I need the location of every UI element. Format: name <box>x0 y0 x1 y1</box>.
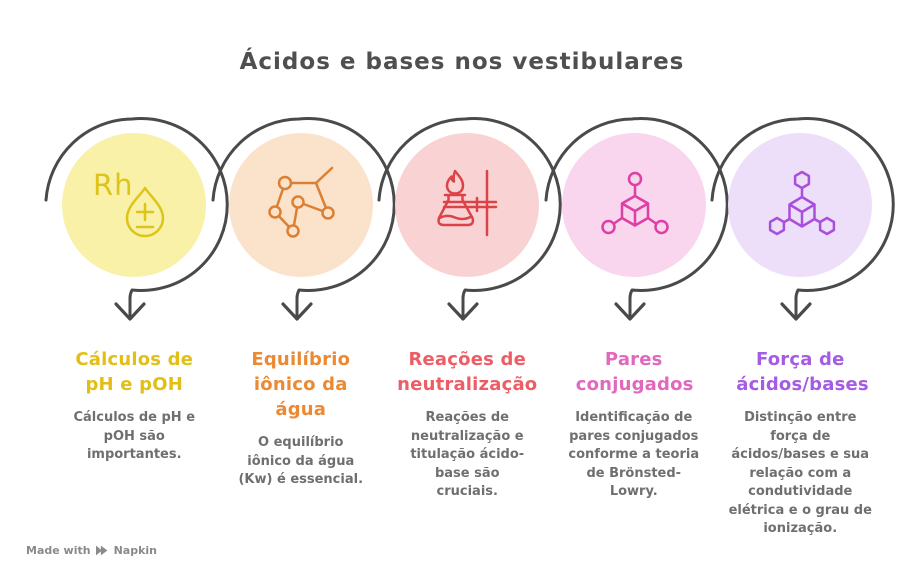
swirl-arrow-icon <box>710 117 896 321</box>
ph-drop-icon: Rh <box>93 168 165 238</box>
topic-bubble: Rh <box>44 117 230 321</box>
topic-circle <box>561 133 706 277</box>
clamp-bars <box>443 196 498 213</box>
burner-titration-icon <box>437 169 498 237</box>
item-heading: Equilíbrio iônico da água <box>251 349 351 420</box>
droplet-shape <box>126 186 165 238</box>
item-column-equilibrio-ionico: Equilíbrio iônico da água O equilíbrio i… <box>211 117 396 539</box>
plus-minus-glyph <box>136 202 155 229</box>
topic-circle <box>728 133 873 277</box>
item-heading: Força de ácidos/bases <box>736 349 869 395</box>
swirl-arrow-icon <box>44 117 230 321</box>
topic-bubble <box>211 117 396 321</box>
cube-and-bonds <box>782 186 822 228</box>
topic-bubble <box>710 117 896 321</box>
made-with-text: Made with <box>26 544 91 557</box>
item-description: O equilíbrio iônico da água (Kw) é essen… <box>238 435 364 487</box>
hex-node-right <box>819 216 836 236</box>
items-row: Rh Cálculos de pH e pOH Cálculos de pH e… <box>44 117 896 539</box>
item-column-reacoes-neutralizacao: Reações de neutralização Reações de neut… <box>377 117 563 539</box>
topic-circle <box>395 133 540 277</box>
item-description: Cálculos de pH e pOH são importantes. <box>73 410 196 462</box>
molecule-network-icon <box>268 166 335 238</box>
topic-circle <box>62 133 207 277</box>
napkin-logo-icon <box>95 545 107 556</box>
item-description: Identificação de pares conjugados confor… <box>568 410 700 499</box>
napkin-brand-text: Napkin <box>113 544 157 557</box>
hex-node-top <box>794 170 811 190</box>
item-description: Reações de neutralização e titulação áci… <box>410 410 525 499</box>
flame-shape <box>446 169 465 195</box>
cube-molecule-icon <box>601 171 669 235</box>
item-heading: Cálculos de pH e pOH <box>75 349 194 395</box>
item-heading: Reações de neutralização <box>397 349 538 395</box>
page-title: Ácidos e bases nos vestibulares <box>239 49 685 75</box>
rh-label: Rh <box>93 168 134 202</box>
swirl-arrow-icon <box>211 117 396 321</box>
cube-and-bonds <box>612 183 657 227</box>
item-column-calculos-ph-poh: Rh Cálculos de pH e pOH Cálculos de pH e… <box>44 117 230 539</box>
liquid-wave <box>438 214 473 221</box>
topic-bubble <box>377 117 563 321</box>
swirl-arrow-icon <box>377 117 563 321</box>
hex-node-left <box>769 216 786 236</box>
flask-shape <box>437 193 475 227</box>
topic-bubble <box>544 117 729 321</box>
item-column-forca-acidos-bases: Força de ácidos/bases Distinção entre fo… <box>710 117 896 539</box>
hex-molecule-icon <box>769 170 836 236</box>
item-heading: Pares conjugados <box>575 349 694 395</box>
item-column-pares-conjugados: Pares conjugados Identificação de pares … <box>544 117 729 539</box>
footer-credit: Made with Napkin <box>26 544 157 557</box>
item-description: Distinção entre força de ácidos/bases e … <box>728 410 872 536</box>
swirl-arrow-icon <box>544 117 729 321</box>
